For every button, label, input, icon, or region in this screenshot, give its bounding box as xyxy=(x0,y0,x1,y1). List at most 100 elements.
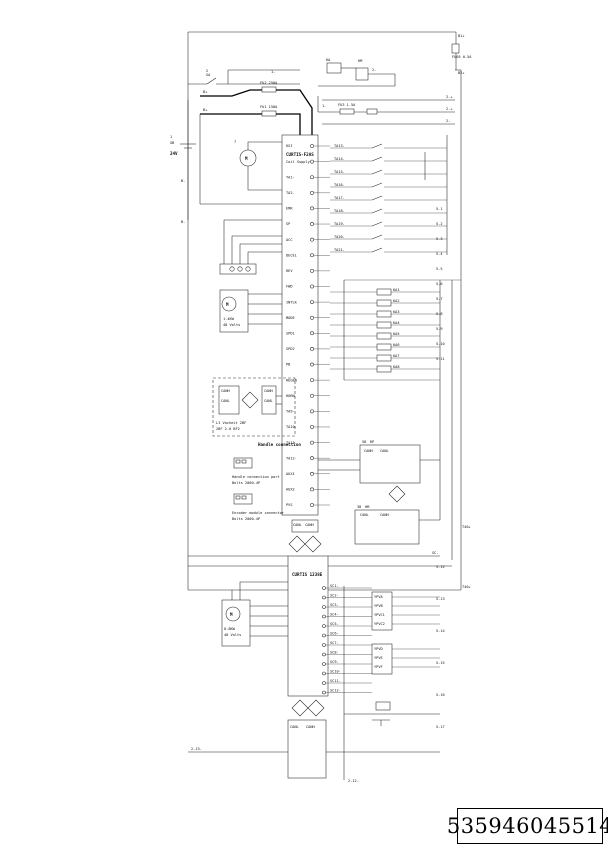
controller-1-pin-dot xyxy=(310,362,314,367)
controller-2-pin-label: SC2- xyxy=(330,594,339,598)
relay-label: KA8 xyxy=(393,365,400,369)
controller-1-pin-dot xyxy=(310,159,314,164)
interface-code: HM xyxy=(365,505,370,509)
controller-2-pin-dot xyxy=(322,633,326,638)
controller-2-pin-dot xyxy=(322,586,326,590)
fuse-out-block: FU05 0.5A xyxy=(451,43,472,59)
relay-outputs: 5-15-25-35-45-55-65-75-85-95-105-11 xyxy=(436,207,445,361)
controller-1-pin-dot xyxy=(310,284,314,289)
switch-contact xyxy=(371,247,383,253)
display-can-l: CANL xyxy=(380,449,389,453)
relay-coil xyxy=(376,343,392,351)
handle-can-l-2: CANL xyxy=(264,399,273,403)
relay-output-label: 5-10 xyxy=(436,342,445,346)
lower-output-label: 5-14 xyxy=(436,629,445,633)
relay-label: KA6 xyxy=(393,343,400,347)
handle-caption: Handle connection xyxy=(258,442,301,447)
right-bus-lines xyxy=(343,135,461,560)
controller-1-pin-dot xyxy=(310,222,314,226)
contactor-block: KA 2- KM xyxy=(318,58,396,87)
switch-contact xyxy=(371,182,383,188)
controller-1-pin-label: TA2- xyxy=(286,191,295,195)
controller-1-pin-dot xyxy=(310,393,314,398)
controller-1-name: CURTIS-F2AS xyxy=(286,152,314,157)
controller-1-pin-dot xyxy=(310,268,314,273)
controller-2-pins: SC1-SC2-SC3-SC4-SC5-SC6-SC7-SC8-SC9-SC10… xyxy=(322,584,372,695)
connector-2-note: Bolts 2000-4P xyxy=(232,517,260,521)
switch-label: TA19- xyxy=(334,222,345,226)
travel-motor-symbol: M xyxy=(245,156,248,161)
relay-output-label: 5-2 xyxy=(436,222,443,226)
display-code: RP xyxy=(370,440,374,444)
two-minus-label-2: 2- xyxy=(446,119,450,123)
relay-output-label: 5-9 xyxy=(436,327,443,331)
switch-label: TA16- xyxy=(334,183,345,187)
handle-can-h: CANH xyxy=(221,389,230,393)
valve-label: YPVD xyxy=(374,647,383,651)
controller-1-pin-dot xyxy=(310,503,314,507)
valve-box-2 xyxy=(371,643,393,675)
controller-1-pin-dot xyxy=(310,471,314,476)
controller-2-pin-dot xyxy=(322,662,326,666)
valve-label: YPVB xyxy=(374,604,383,608)
controller-2-pin-dot xyxy=(322,690,326,695)
main-switch-id: 2 xyxy=(206,69,208,73)
fuse-pump-label: FU2 250A xyxy=(260,81,278,85)
connector-1-label: Handle connection port xyxy=(232,475,280,479)
main-switch-code: SA xyxy=(206,73,211,77)
controller-1-pin-label: TA12- xyxy=(286,456,297,460)
rail-label-mid: B2+ xyxy=(458,71,465,75)
controller-1-pin-label: TA9- xyxy=(286,410,295,414)
switch-contact xyxy=(371,221,383,227)
controller-1-pin-dot xyxy=(310,347,314,351)
left-motor-spec-1: 1.4KW xyxy=(223,317,235,321)
rail-label-end: T40+ xyxy=(462,585,471,589)
fuse-small-block: FU3 1.5A 1- 2-+ 2-+ 2- xyxy=(317,95,455,125)
valve-label: YPVC1 xyxy=(374,613,385,617)
two-plus-label-2: 2-+ xyxy=(446,107,453,111)
can-bridge-1-l: CANL xyxy=(293,523,302,527)
b-plus-label-2: B+ xyxy=(203,108,208,112)
controller-2-pin-dot xyxy=(322,652,326,657)
controller-1-pin-label: TA10- xyxy=(286,425,297,429)
can-bridge-1: CANL CANH xyxy=(288,519,322,553)
relay-coil xyxy=(376,310,392,318)
b-minus-label-2: B- xyxy=(181,220,185,224)
controller-1-pin-label: TA11- xyxy=(286,441,297,445)
lower-output-label: 5-16 xyxy=(436,693,445,697)
switch-label: TA13- xyxy=(334,144,345,148)
controller-1-pin-dot xyxy=(310,456,314,461)
relay-output-label: 5-5 xyxy=(436,267,443,271)
controller-2-pin-dot xyxy=(322,614,326,619)
controller-2-pin-label: SC8- xyxy=(330,651,339,655)
switch-label: TA20- xyxy=(334,235,345,239)
handle-can-h-2: CANH xyxy=(264,389,273,393)
relay-coil xyxy=(376,332,392,340)
relay-label: KA3 xyxy=(393,310,400,314)
right-motor-symbol: M xyxy=(230,612,233,617)
controller-2-pin-label: SC6- xyxy=(330,632,339,636)
switch-contact xyxy=(371,143,383,149)
relay-coil xyxy=(376,288,392,296)
controller-1-pin-dot xyxy=(310,300,314,304)
controller-1-pin-label: MODE xyxy=(286,316,295,320)
switch-label: TA15- xyxy=(334,170,345,174)
battery-id: 1 xyxy=(170,135,172,139)
bottom-can-l: CANL xyxy=(290,725,299,729)
battery-voltage: 24V xyxy=(170,151,178,156)
controller-1-pin-label: FWD xyxy=(286,285,293,289)
controller-2-pin-label: SC1- xyxy=(330,584,339,588)
controller-1-pin-label: PVS xyxy=(286,503,293,507)
fuse-out-label: FU05 0.5A xyxy=(452,55,472,59)
relay-coil xyxy=(376,321,392,329)
controller-2-pin-label: SC3- xyxy=(330,603,339,607)
controller-1-pin-label: REV xyxy=(286,269,293,273)
bottom-can-h: CANH xyxy=(306,725,315,729)
interface-id: 38 xyxy=(357,505,361,509)
lower-output-label: 5-13 xyxy=(436,597,445,601)
controller-2-pin-dot xyxy=(322,624,326,628)
relay-coil xyxy=(376,354,392,362)
controller-2-pin-label: SC7- xyxy=(330,641,339,645)
controller-1-pin-label: SPD1 xyxy=(286,332,295,336)
